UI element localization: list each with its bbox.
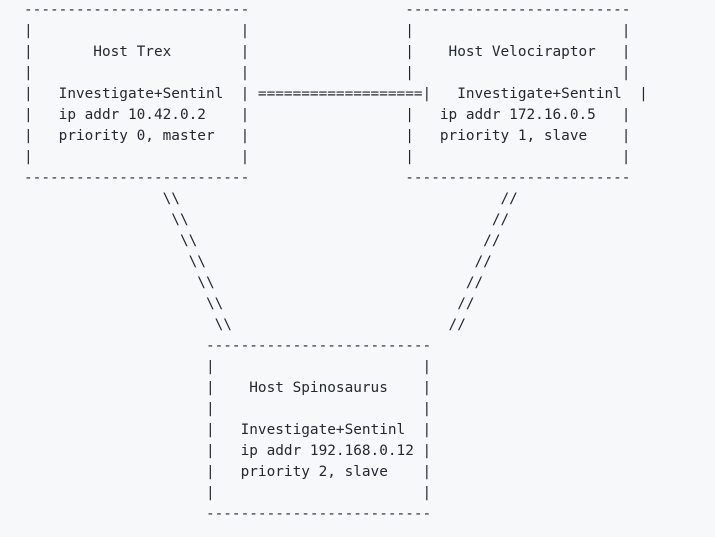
spinosaurus-title-row: | Host Spinosaurus |	[24, 380, 432, 396]
host-priority-row: | priority 0, master | | priority 1, sla…	[24, 128, 631, 144]
connector-row: \\ //	[24, 212, 510, 228]
box-top-border-row: -------------------------- -------------…	[24, 2, 631, 18]
box-bottom-border-row: -------------------------- -------------…	[24, 170, 631, 186]
spinosaurus-padding-row: | |	[24, 359, 432, 375]
spinosaurus-top-border-row: --------------------------	[24, 338, 432, 354]
connector-row: \\ //	[24, 296, 475, 312]
spinosaurus-priority-row: | priority 2, slave |	[24, 464, 432, 480]
spinosaurus-bottom-border-row: --------------------------	[24, 506, 432, 522]
host-title-row: | Host Trex | | Host Velociraptor |	[24, 44, 631, 60]
spinosaurus-service-row: | Investigate+Sentinl |	[24, 422, 432, 438]
connector-row: \\ //	[24, 233, 501, 249]
ascii-cluster-diagram: -------------------------- -------------…	[24, 0, 648, 525]
box-padding-row: | | | |	[24, 23, 631, 39]
connector-row: \\ //	[24, 317, 466, 333]
host-service-row: | Investigate+Sentinl | ================…	[24, 86, 648, 102]
spinosaurus-padding-row: | |	[24, 485, 432, 501]
spinosaurus-ip-row: | ip addr 192.168.0.12 |	[24, 443, 432, 459]
host-ip-row: | ip addr 10.42.0.2 | | ip addr 172.16.0…	[24, 107, 631, 123]
connector-row: \\ //	[24, 275, 484, 291]
box-padding-row: | | | |	[24, 149, 631, 165]
box-padding-row: | | | |	[24, 65, 631, 81]
connector-row: \\ //	[24, 191, 518, 207]
spinosaurus-padding-row: | |	[24, 401, 432, 417]
connector-row: \\ //	[24, 254, 492, 270]
